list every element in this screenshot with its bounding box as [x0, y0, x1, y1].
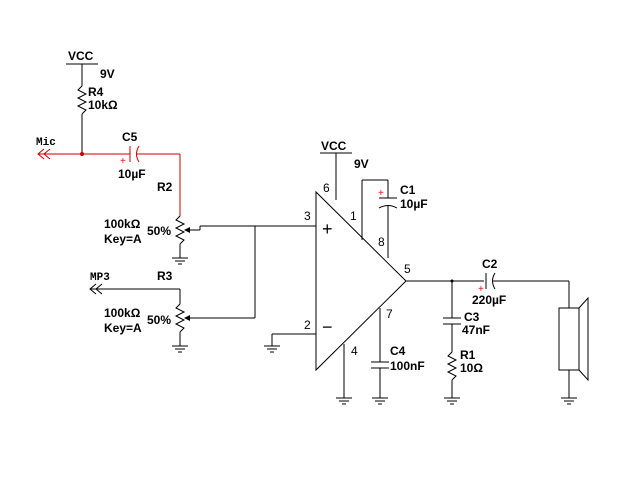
r3-key: Key=A — [104, 321, 142, 335]
pin-8: 8 — [378, 235, 385, 249]
vcc-amp-label: VCC — [321, 139, 347, 153]
speaker — [558, 281, 589, 405]
noninverting-sign: + — [322, 219, 333, 239]
r4-name: R4 — [88, 85, 104, 99]
c4-value: 100nF — [390, 359, 425, 373]
potentiometer-r3: R3 100kΩ Key=A 50% — [104, 226, 256, 353]
r3-value: 100kΩ — [104, 306, 141, 320]
r2-percent: 50% — [147, 224, 171, 238]
pin-6: 6 — [323, 181, 330, 195]
r2-name: R2 — [157, 180, 173, 194]
pin-2: 2 — [304, 318, 311, 332]
pin-1: 1 — [350, 209, 357, 223]
mp3-label: MP3 — [90, 272, 110, 284]
inverting-sign: − — [322, 317, 333, 337]
c1-value: 10µF — [400, 197, 428, 211]
resistor-r4: R4 10kΩ — [76, 85, 118, 154]
mic-input: Mic — [36, 137, 130, 160]
pin-4: 4 — [351, 344, 358, 358]
mp3-input: MP3 — [89, 272, 181, 304]
r3-name: R3 — [157, 269, 173, 283]
zobel-network: C3 47nF R1 10Ω — [443, 279, 490, 405]
vcc-top-label: VCC — [68, 49, 94, 63]
vcc-amp-voltage: 9V — [354, 157, 369, 171]
c3-value: 47nF — [462, 323, 490, 337]
r4-value: 10kΩ — [88, 98, 118, 112]
capacitor-c2: + C2 220µF — [472, 257, 569, 307]
pin-3: 3 — [304, 209, 311, 223]
r1-value: 10Ω — [460, 361, 483, 375]
amplifier-ic: + − 3 2 VCC 9V 6 + C1 10µF 1 8 4 — [255, 139, 484, 405]
c2-name: C2 — [482, 257, 498, 271]
r2-value: 100kΩ — [104, 217, 141, 231]
c4-name: C4 — [390, 344, 406, 358]
vcc-top-supply: VCC 9V — [66, 49, 115, 86]
c5-polarity: + — [120, 156, 126, 167]
r1-name: R1 — [460, 348, 476, 362]
c2-polarity: + — [478, 284, 484, 295]
pin-5: 5 — [404, 262, 411, 276]
c5-name: C5 — [122, 130, 138, 144]
c2-value: 220µF — [472, 293, 506, 307]
pin-7: 7 — [386, 307, 393, 321]
c1-name: C1 — [400, 183, 416, 197]
vcc-top-voltage: 9V — [100, 67, 115, 81]
c3-name: C3 — [464, 310, 480, 324]
capacitor-c5: + C5 10µF — [118, 130, 181, 216]
potentiometer-r2: R2 100kΩ Key=A 50% — [104, 180, 300, 265]
c5-value: 10µF — [118, 167, 146, 181]
c1-polarity: + — [378, 188, 384, 199]
r2-key: Key=A — [104, 232, 142, 246]
mic-label: Mic — [36, 137, 56, 149]
r3-percent: 50% — [147, 313, 171, 327]
